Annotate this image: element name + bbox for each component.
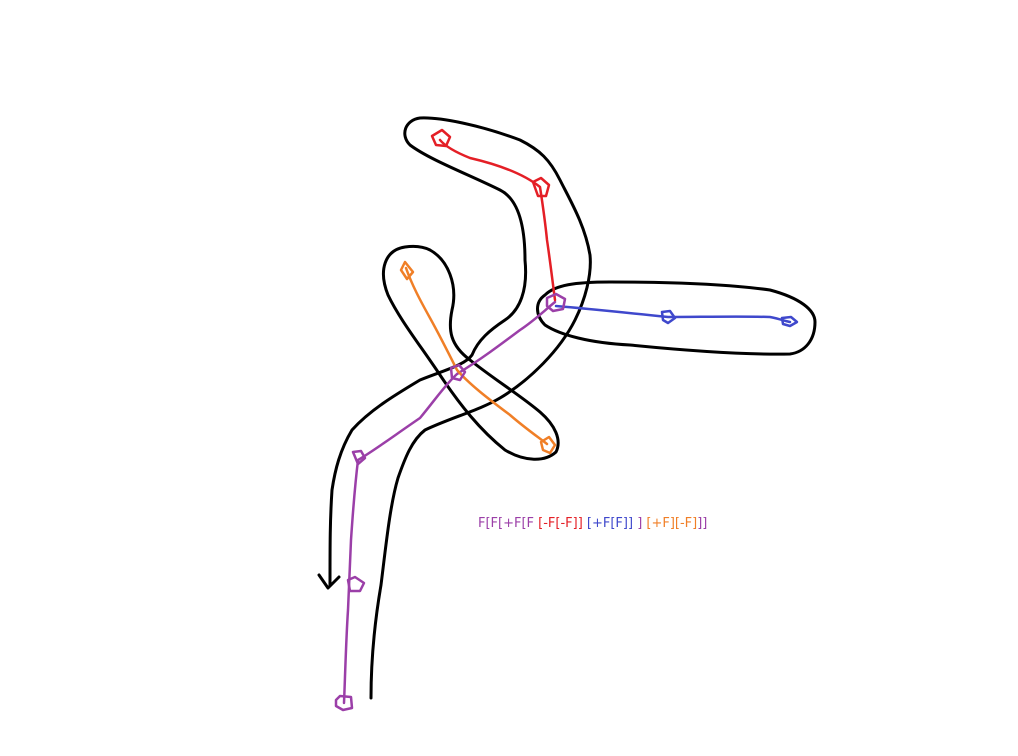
node-blue-2 bbox=[780, 315, 799, 328]
formula-part-blue: [+F[F]] bbox=[587, 516, 633, 531]
node-purple-3 bbox=[351, 449, 367, 466]
lsystem-formula: F[F[+F[F [-F[-F]] [+F[F]] ] [+F][-F]]] bbox=[478, 516, 707, 531]
node-purple-top bbox=[545, 292, 567, 313]
node-purple-junction bbox=[449, 363, 467, 382]
node-orange-2 bbox=[539, 435, 557, 455]
node-blue-1 bbox=[660, 309, 677, 325]
branch-purple-stem bbox=[342, 300, 557, 705]
branch-red bbox=[438, 138, 557, 302]
branch-orange bbox=[404, 266, 549, 446]
node-purple-root bbox=[334, 694, 354, 712]
outline-blue-branch bbox=[536, 280, 817, 356]
node-purple-2 bbox=[346, 575, 366, 593]
node-red-1 bbox=[531, 176, 551, 198]
formula-part-purple: ]] bbox=[697, 516, 707, 531]
formula-part-purple: F[F[+F[F bbox=[478, 516, 538, 531]
outline-arrowhead bbox=[317, 573, 341, 590]
branches-group bbox=[342, 138, 792, 705]
outline-stem bbox=[328, 116, 592, 700]
nodes-group bbox=[334, 128, 799, 712]
outline-orange-branch bbox=[382, 244, 560, 461]
outline-group bbox=[317, 116, 817, 700]
formula-part-purple: ] bbox=[633, 516, 646, 531]
node-red-2 bbox=[430, 128, 452, 148]
formula-part-orange: [-F] bbox=[675, 516, 697, 531]
branch-blue bbox=[554, 304, 792, 324]
formula-part-orange: [+F] bbox=[646, 516, 675, 531]
formula-part-red: [-F[-F]] bbox=[538, 516, 583, 531]
node-orange-1 bbox=[399, 260, 415, 281]
